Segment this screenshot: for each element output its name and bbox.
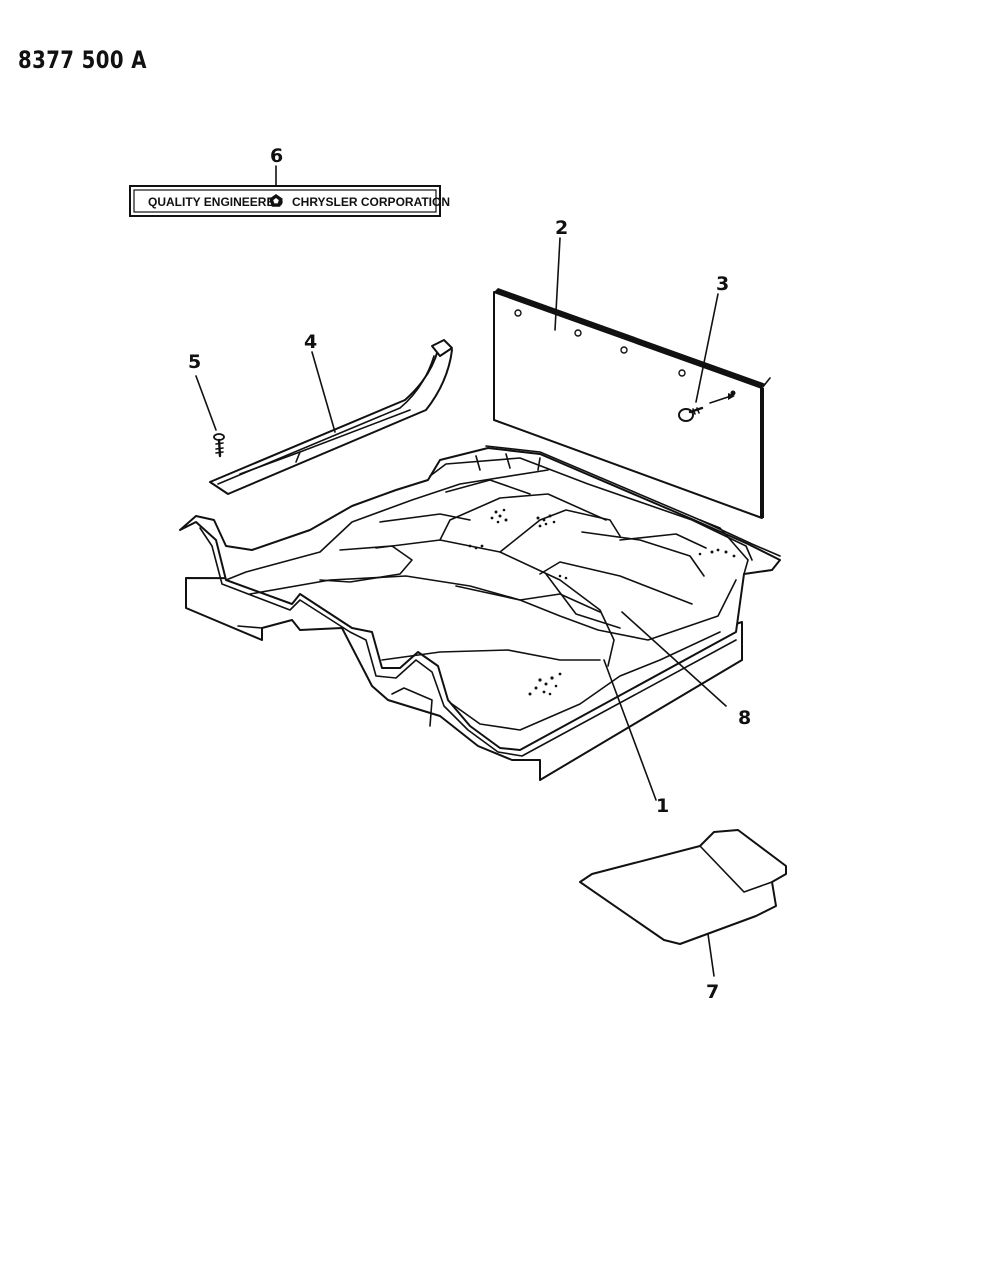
callout-2: 2: [555, 217, 568, 239]
callout-4: 4: [304, 331, 317, 353]
part-1-floor-carpet: [179, 445, 781, 801]
nameplate-left-text: QUALITY ENGINEERED: [148, 195, 283, 209]
carpet-texture: [468, 508, 736, 696]
part-3-screw: [678, 293, 735, 422]
callout-1: 1: [656, 795, 669, 817]
part-6-nameplate: QUALITY ENGINEERED CHRYSLER CORPORATION: [129, 165, 450, 217]
part-5-screw: [195, 375, 225, 458]
part-7-floor-mat: [579, 829, 787, 977]
pentastar-icon: [269, 194, 283, 207]
part-2-rear-panel: [493, 237, 771, 519]
part-8-leader: [621, 611, 727, 707]
callout-8: 8: [738, 707, 751, 729]
document-number: 8377 500 A: [18, 46, 147, 74]
nameplate-right-text: CHRYSLER CORPORATION: [292, 195, 450, 209]
callout-6: 6: [270, 145, 283, 167]
callout-3: 3: [716, 273, 729, 295]
callout-7: 7: [706, 981, 719, 1003]
part-4-sill-plate: [209, 339, 453, 495]
callout-5: 5: [188, 351, 201, 373]
